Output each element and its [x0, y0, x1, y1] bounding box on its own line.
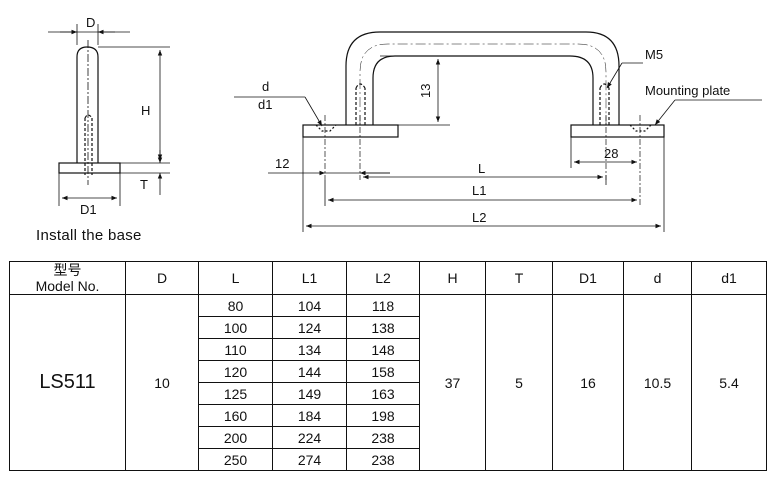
header-model-cn: 型号 — [53, 262, 82, 278]
cell-d1: 5.4 — [691, 294, 767, 471]
header-D1: D1 — [552, 261, 624, 295]
header-L1: L1 — [272, 261, 347, 295]
cell-L2: 158 — [346, 360, 420, 383]
cell-L2: 198 — [346, 404, 420, 427]
header-L: L — [198, 261, 273, 295]
cell-L: 250 — [198, 448, 273, 471]
table-row: 250 274 238 — [10, 448, 767, 471]
side-view — [48, 24, 170, 206]
cell-L1: 274 — [272, 448, 347, 471]
cell-L: 200 — [198, 426, 273, 449]
header-T: T — [485, 261, 553, 295]
cell-L2: 118 — [346, 294, 420, 317]
cell-L: 120 — [198, 360, 273, 383]
dim-D1-label: D1 — [80, 202, 97, 217]
dim-28-label: 28 — [604, 146, 618, 161]
label-M5: M5 — [645, 47, 663, 62]
dim-L2-label: L2 — [472, 210, 486, 225]
header-D: D — [125, 261, 199, 295]
dim-12-label: 12 — [275, 156, 289, 171]
cell-L1: 134 — [272, 338, 347, 361]
cell-L2: 148 — [346, 338, 420, 361]
right-thread-hidden — [599, 83, 610, 125]
left-base-plate — [302, 124, 399, 138]
table-row: 200 224 238 — [10, 426, 767, 449]
cell-L1: 104 — [272, 294, 347, 317]
cell-L2: 238 — [346, 426, 420, 449]
handle-outer — [345, 31, 620, 125]
front-view — [234, 31, 762, 232]
label-d1: d1 — [258, 97, 272, 112]
header-model-en: Model No. — [35, 278, 100, 294]
dim-H-label: H — [141, 103, 150, 118]
side-rod — [76, 46, 99, 163]
cell-L2: 138 — [346, 316, 420, 339]
table-row: 160 184 198 — [10, 404, 767, 427]
cell-H: 37 — [419, 294, 486, 471]
dim-T-label: T — [140, 177, 148, 192]
cell-L: 80 — [198, 294, 273, 317]
dim-L1-label: L1 — [472, 183, 486, 198]
dim-13-label: 13 — [418, 84, 433, 98]
technical-drawing: D H T D1 — [48, 15, 762, 232]
dim-D-label: D — [86, 15, 95, 30]
header-H: H — [419, 261, 486, 295]
handle-inner — [372, 55, 594, 125]
cell-d: 10.5 — [623, 294, 692, 471]
cell-T: 5 — [485, 294, 553, 471]
left-thread-hidden — [355, 83, 366, 125]
cell-L1: 149 — [272, 382, 347, 405]
label-d: d — [262, 79, 269, 94]
cell-L: 100 — [198, 316, 273, 339]
cell-L: 125 — [198, 382, 273, 405]
cell-L: 160 — [198, 404, 273, 427]
cell-D1: 16 — [552, 294, 624, 471]
cell-L1: 124 — [272, 316, 347, 339]
cell-L1: 184 — [272, 404, 347, 427]
cell-L2: 163 — [346, 382, 420, 405]
side-base-plate — [58, 162, 121, 174]
header-L2: L2 — [346, 261, 420, 295]
cell-model: LS511 — [9, 294, 126, 471]
install-base-caption: Install the base — [36, 227, 142, 244]
right-base-plate — [570, 124, 665, 138]
header-model: 型号 Model No. — [9, 261, 126, 295]
cell-L1: 224 — [272, 426, 347, 449]
dim-L-label: L — [478, 161, 485, 176]
table-row: 125 149 163 — [10, 382, 767, 405]
cell-L: 110 — [198, 338, 273, 361]
table-row: LS511 10 80 104 118 37 5 16 10.5 5.4 — [9, 294, 767, 471]
cell-L2: 238 — [346, 448, 420, 471]
spec-table: 型号 Model No. D L L1 L2 H T D1 d d1 LS511… — [9, 261, 767, 471]
header-d: d — [623, 261, 692, 295]
label-mounting-plate: Mounting plate — [645, 83, 730, 98]
table-header-row: 型号 Model No. D L L1 L2 H T D1 d d1 — [9, 261, 767, 295]
side-thread-hidden — [84, 114, 93, 175]
header-d1: d1 — [691, 261, 767, 295]
cell-L1: 144 — [272, 360, 347, 383]
cell-D: 10 — [125, 294, 199, 471]
